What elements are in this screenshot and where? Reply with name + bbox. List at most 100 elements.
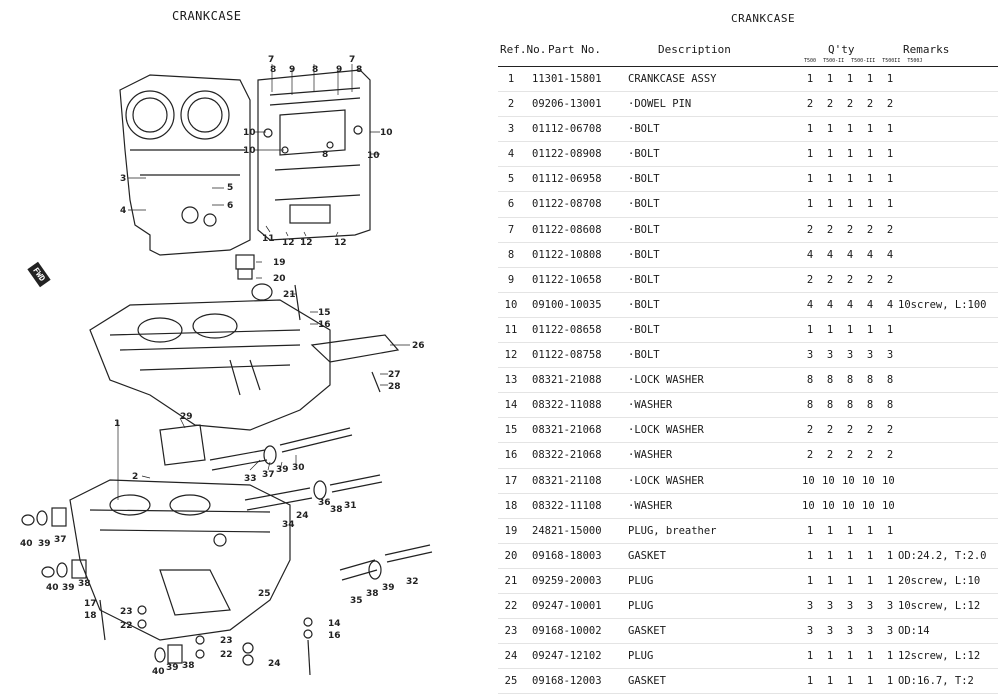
- ref-number: 18: [504, 499, 518, 512]
- callout: 1: [114, 419, 120, 429]
- quantity: 3: [846, 625, 854, 638]
- quantity: 2: [826, 273, 834, 286]
- quantity: 1: [886, 198, 894, 211]
- quantity: 1: [826, 73, 834, 85]
- callout: 40: [46, 583, 59, 593]
- quantity: 1: [866, 323, 874, 336]
- quantity: 2: [866, 449, 874, 462]
- quantity: 4: [846, 298, 854, 311]
- quantity: 1: [806, 323, 814, 336]
- callout: 8: [356, 65, 362, 75]
- description: ·WASHER: [628, 399, 673, 412]
- quantity: 1: [826, 173, 834, 186]
- quantity: 1: [806, 524, 814, 537]
- callout: 17: [84, 599, 97, 609]
- gasket-plate: [159, 424, 206, 466]
- part-number: 09168-12003: [532, 675, 602, 688]
- description: ·BOLT: [628, 223, 660, 236]
- quantity: 1: [866, 148, 874, 161]
- model-label: T500II: [882, 58, 901, 64]
- callout: 8: [312, 65, 318, 75]
- quantity: 4: [886, 248, 894, 261]
- callout: 23: [220, 636, 233, 646]
- callout: 2: [132, 472, 138, 482]
- quantity: 8: [806, 399, 814, 412]
- callout: 12: [300, 238, 313, 248]
- part-number: 09259-20003: [532, 574, 602, 587]
- table-header: Ref.No. Part No. Description Q'ty Remark…: [498, 38, 998, 67]
- callout: 7: [349, 55, 355, 65]
- quantity: 8: [846, 399, 854, 412]
- quantity: 1: [806, 148, 814, 161]
- ref-number: 25: [504, 675, 518, 688]
- ref-number: 13: [504, 374, 518, 387]
- ref-number: 7: [507, 223, 515, 236]
- callout: 22: [220, 650, 233, 660]
- quantity: 1: [826, 148, 834, 161]
- description: ·BOLT: [628, 148, 660, 161]
- quantity: 1: [846, 323, 854, 336]
- part-number: 09168-10002: [532, 625, 602, 638]
- part-number: 01122-08758: [532, 349, 602, 362]
- quantity: 1: [866, 123, 874, 136]
- description: ·LOCK WASHER: [628, 424, 704, 437]
- ref-number: 14: [504, 399, 518, 412]
- callout: 33: [244, 474, 257, 484]
- remarks: OD:14: [898, 625, 930, 638]
- quantity: 3: [826, 599, 834, 612]
- quantity: 4: [846, 248, 854, 261]
- part-number: 01122-08708: [532, 198, 602, 211]
- callout: 30: [292, 463, 305, 473]
- description: PLUG: [628, 574, 654, 587]
- quantity: 8: [886, 399, 894, 412]
- quantity: 3: [806, 625, 814, 638]
- part-number: 01112-06958: [532, 173, 602, 186]
- part-number: 09100-10035: [532, 298, 602, 311]
- breather-plug: [235, 254, 301, 321]
- quantity: 4: [826, 298, 834, 311]
- quantity: 3: [806, 599, 814, 612]
- quantity: 2: [846, 273, 854, 286]
- quantity: 1: [866, 198, 874, 211]
- quantity: 2: [886, 273, 894, 286]
- callout: 37: [262, 470, 275, 480]
- part-number: 11301-15801: [532, 73, 602, 85]
- callout: 40: [20, 539, 33, 549]
- callout: 22: [120, 621, 133, 631]
- quantity: 4: [886, 298, 894, 311]
- description: ·WASHER: [628, 449, 673, 462]
- exploded-diagram: CRANKCASE: [0, 0, 490, 689]
- ref-number: 4: [507, 148, 515, 161]
- quantity: 1: [846, 198, 854, 211]
- callout: 39: [276, 465, 289, 475]
- description: PLUG: [628, 650, 654, 663]
- ref-number: 21: [504, 574, 518, 587]
- ref-number: 20: [504, 549, 518, 562]
- callout: 10: [380, 128, 393, 138]
- quantity: 1: [826, 549, 834, 562]
- part-number: 01122-10808: [532, 248, 602, 261]
- quantity: 1: [826, 198, 834, 211]
- model-label: T500: [804, 58, 817, 64]
- quantity: 2: [866, 424, 874, 437]
- quantity: 1: [846, 73, 854, 85]
- quantity: 1: [826, 524, 834, 537]
- ref-number: 17: [504, 474, 518, 487]
- description: GASKET: [628, 625, 666, 638]
- crankcase-drawing: 7 8 9 8 9 7 8 8 10 10 10 10 3 5 4 6 11 1…: [20, 55, 433, 677]
- callout: 38: [366, 589, 379, 599]
- header-ref: Ref.No.: [500, 43, 547, 56]
- part-number: 08322-21068: [532, 449, 602, 462]
- part-number: 09247-12102: [532, 650, 602, 663]
